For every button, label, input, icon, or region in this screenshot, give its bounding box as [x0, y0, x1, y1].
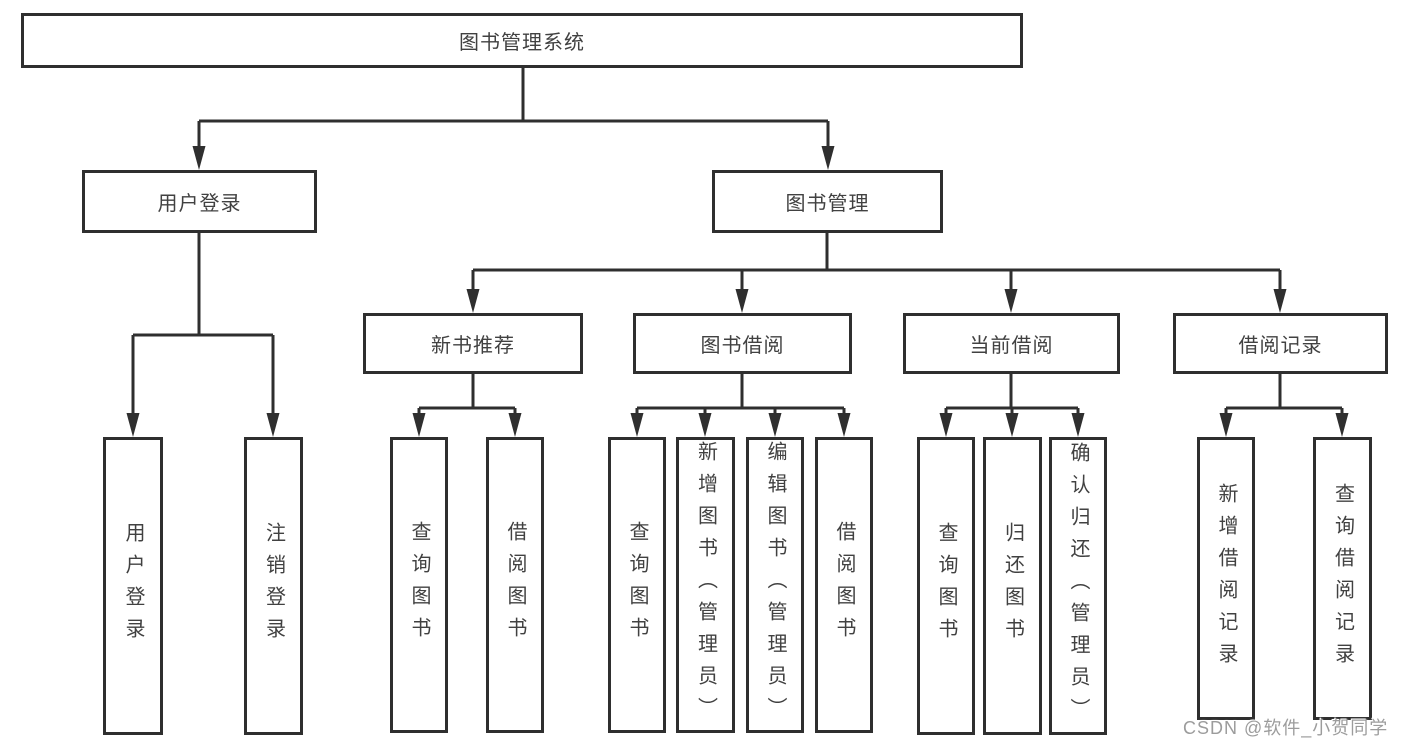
node-label: 查询图书 — [935, 522, 957, 650]
csdn-watermark: CSDN @软件_小贺同学 — [1183, 718, 1389, 738]
leaf-query-books-1: 查询图书 — [390, 437, 448, 733]
connector-user-login-branch — [131, 233, 275, 425]
node-label: 编辑图书（管理员） — [764, 441, 786, 729]
node-label: 用户登录 — [122, 522, 144, 650]
connector-root-branch — [197, 68, 830, 158]
node-label: 确认归还（管理员） — [1067, 442, 1089, 730]
node-label: 查询借阅记录 — [1331, 482, 1354, 675]
arrowheads — [126, 146, 1349, 437]
node-label: 借阅记录 — [1238, 335, 1323, 357]
node-book-borrow: 图书借阅 — [633, 313, 852, 374]
leaf-add-borrow-record: 新增借阅记录 — [1197, 437, 1255, 720]
leaf-user-login: 用户登录 — [103, 437, 163, 735]
leaf-edit-books-admin: 编辑图书（管理员） — [746, 437, 804, 733]
node-label: 图书借阅 — [700, 335, 785, 357]
leaf-confirm-return-admin: 确认归还（管理员） — [1049, 437, 1107, 735]
connector-borrow-records-branch — [1224, 374, 1344, 425]
node-user-login: 用户登录 — [82, 170, 317, 233]
node-label: 归还图书 — [1001, 522, 1024, 650]
node-label: 注销登录 — [262, 522, 285, 650]
leaf-borrow-books-2: 借阅图书 — [815, 437, 873, 733]
leaf-query-books-3: 查询图书 — [917, 437, 975, 735]
node-label: 用户登录 — [157, 193, 242, 215]
node-label: 查询图书 — [626, 521, 648, 649]
node-book-management: 图书管理 — [712, 170, 943, 233]
connector-book-management-branch — [471, 233, 1282, 301]
connector-new-book-branch — [417, 374, 517, 425]
leaf-query-borrow-record: 查询借阅记录 — [1313, 437, 1372, 720]
leaf-query-books-2: 查询图书 — [608, 437, 666, 733]
node-label: 借阅图书 — [504, 521, 526, 649]
node-label: 新增图书（管理员） — [694, 441, 717, 729]
node-label: 查询图书 — [408, 521, 430, 649]
node-label: 借阅图书 — [833, 521, 855, 649]
node-label: 新增借阅记录 — [1215, 482, 1237, 675]
leaf-logout: 注销登录 — [244, 437, 303, 735]
node-current-borrow: 当前借阅 — [903, 313, 1120, 374]
connector-book-borrow-branch — [635, 374, 846, 425]
node-root-library-system: 图书管理系统 — [21, 13, 1023, 68]
leaf-add-books-admin: 新增图书（管理员） — [676, 437, 735, 733]
leaf-return-books: 归还图书 — [983, 437, 1042, 735]
node-new-book-recommend: 新书推荐 — [363, 313, 583, 374]
leaf-borrow-books-1: 借阅图书 — [486, 437, 544, 733]
node-borrow-records: 借阅记录 — [1173, 313, 1388, 374]
node-label: 新书推荐 — [431, 335, 515, 357]
node-label: 图书管理系统 — [459, 32, 585, 54]
node-label: 图书管理 — [785, 193, 870, 215]
node-label: 当前借阅 — [969, 335, 1054, 357]
